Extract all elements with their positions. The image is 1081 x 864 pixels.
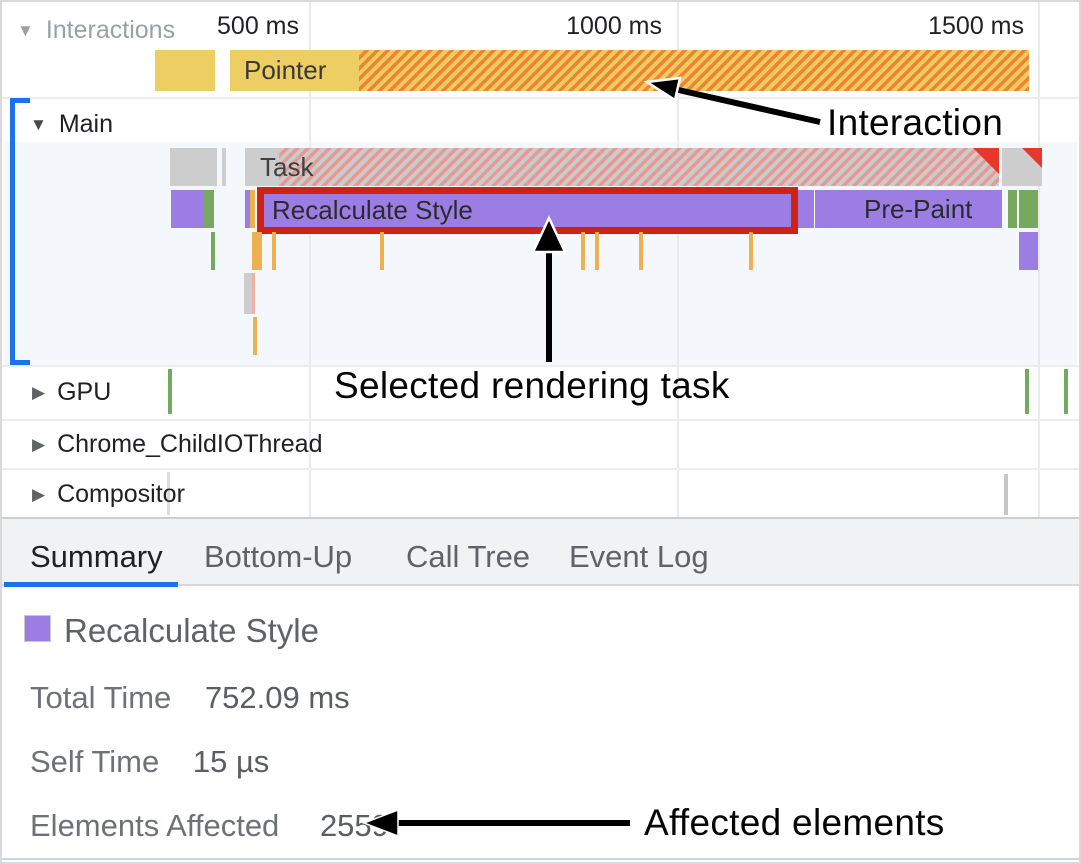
child-event-tick-orange[interactable] [749, 232, 753, 270]
summary-value: 15 µs [192, 744, 270, 779]
pre-paint-label: Pre-Paint [864, 194, 973, 224]
ruler-tick-500ms: 500 ms [217, 12, 299, 40]
track-label: Interactions [45, 16, 176, 44]
interaction-bar-small[interactable] [155, 50, 215, 91]
track-divider [2, 365, 1079, 367]
gpu-activity-tick[interactable] [1025, 369, 1029, 414]
track-header-main[interactable]: ▼ Main [30, 110, 113, 139]
nested-task-bar[interactable] [244, 273, 255, 314]
child-event-orange[interactable] [252, 232, 262, 270]
script-sliver[interactable] [250, 190, 255, 228]
task-bar-right[interactable] [1002, 148, 1042, 186]
focused-track-bracket-top-foot [10, 98, 30, 103]
track-header-compositor[interactable]: ▶ Compositor [32, 480, 185, 509]
recalculate-style-bar-selected[interactable]: Recalculate Style [257, 187, 798, 234]
child-event-tick-orange[interactable] [639, 232, 643, 270]
pre-paint-bar[interactable]: Pre-Paint [815, 190, 1002, 228]
gridline-500ms [309, 2, 311, 517]
child-event-tick-green[interactable] [211, 232, 215, 270]
long-task-warning-triangle-icon [973, 148, 999, 174]
long-task-warning-triangle-icon [1022, 148, 1042, 168]
tab-bottom-up[interactable]: Bottom-Up [204, 539, 353, 574]
task-bar-long[interactable]: Task [245, 148, 999, 186]
track-header-childio[interactable]: ▶ Chrome_ChildIOThread [32, 430, 322, 459]
track-divider [2, 419, 1079, 421]
focused-track-bracket [10, 98, 15, 365]
style-bar[interactable] [171, 190, 204, 228]
summary-value: 752.09 ms [204, 680, 350, 715]
summary-label: Self Time [30, 744, 160, 779]
tab-summary[interactable]: Summary [30, 539, 163, 574]
summary-label: Total Time [30, 680, 172, 715]
summary-row-elements-affected: Elements Affected 2559 [30, 808, 389, 844]
track-header-interactions[interactable]: ▼ Interactions [17, 16, 175, 45]
child-style-bar[interactable] [1019, 232, 1038, 270]
expand-triangle-icon[interactable]: ▶ [32, 485, 46, 504]
track-divider [2, 97, 1079, 99]
ruler-tick-1000ms: 1000 ms [566, 12, 662, 40]
track-label: Chrome_ChildIOThread [57, 430, 323, 458]
ruler-tick-1500ms: 1500 ms [928, 12, 1024, 40]
interaction-bar-pointer[interactable]: Pointer [230, 50, 1029, 91]
gridline-1000ms [677, 2, 679, 517]
gpu-activity-tick[interactable] [168, 369, 172, 414]
track-label: Main [58, 110, 114, 138]
gpu-activity-tick[interactable] [1064, 369, 1068, 414]
compositor-activity-tick[interactable] [167, 472, 170, 515]
summary-value: 2559 [319, 808, 389, 843]
summary-event-title: Recalculate Style [64, 612, 319, 649]
focused-track-bracket-bottom-foot [10, 360, 30, 365]
compositor-activity-tick[interactable] [1004, 474, 1008, 515]
collapse-triangle-icon[interactable]: ▼ [17, 21, 34, 40]
child-event-tick-orange[interactable] [272, 232, 276, 270]
recalculate-style-label: Recalculate Style [272, 195, 473, 225]
collapse-triangle-icon[interactable]: ▼ [30, 115, 47, 134]
track-label: GPU [57, 378, 112, 406]
layout-bar-green[interactable] [204, 190, 214, 228]
tab-event-log[interactable]: Event Log [569, 539, 709, 574]
style-bar-after-selection[interactable] [798, 190, 814, 228]
tab-call-tree[interactable]: Call Tree [406, 539, 531, 574]
pointer-label: Pointer [244, 55, 327, 85]
task-bar-gray[interactable] [170, 148, 217, 186]
active-tab-underline [4, 582, 178, 587]
gridline-1500ms [1038, 2, 1040, 517]
summary-row-total-time: Total Time 752.09 ms [30, 680, 350, 716]
event-color-swatch [24, 615, 51, 642]
track-label: Compositor [57, 480, 185, 508]
track-divider [2, 468, 1079, 470]
summary-row-self-time: Self Time 15 µs [30, 744, 269, 780]
track-header-gpu[interactable]: ▶ GPU [32, 378, 111, 407]
task-bar-sliver[interactable] [222, 148, 226, 186]
child-event-tick-orange[interactable] [595, 232, 599, 270]
task-label: Task [260, 152, 314, 182]
panel-bottom-border [2, 858, 1079, 860]
summary-label: Elements Affected [30, 808, 280, 843]
task-warning-stripes [279, 148, 999, 186]
annotation-affected-elements: Affected elements [644, 802, 945, 843]
annotation-selected-task: Selected rendering task [334, 365, 730, 406]
expand-triangle-icon[interactable]: ▶ [32, 383, 46, 402]
child-event-tick-orange[interactable] [581, 232, 585, 270]
affected-elements-arrow [361, 808, 630, 838]
annotation-interaction: Interaction [827, 102, 1004, 143]
paint-bar-green[interactable] [1008, 190, 1017, 228]
expand-triangle-icon[interactable]: ▶ [32, 435, 46, 454]
paint-bar-green[interactable] [1019, 190, 1038, 228]
interaction-queued-stripes [359, 50, 1029, 91]
nested-event-tick-orange[interactable] [253, 317, 257, 355]
style-sliver[interactable] [245, 190, 250, 228]
child-event-tick-orange[interactable] [380, 232, 384, 270]
bottom-drawer-tabbar: Summary Bottom-Up Call Tree Event Log [2, 517, 1079, 587]
